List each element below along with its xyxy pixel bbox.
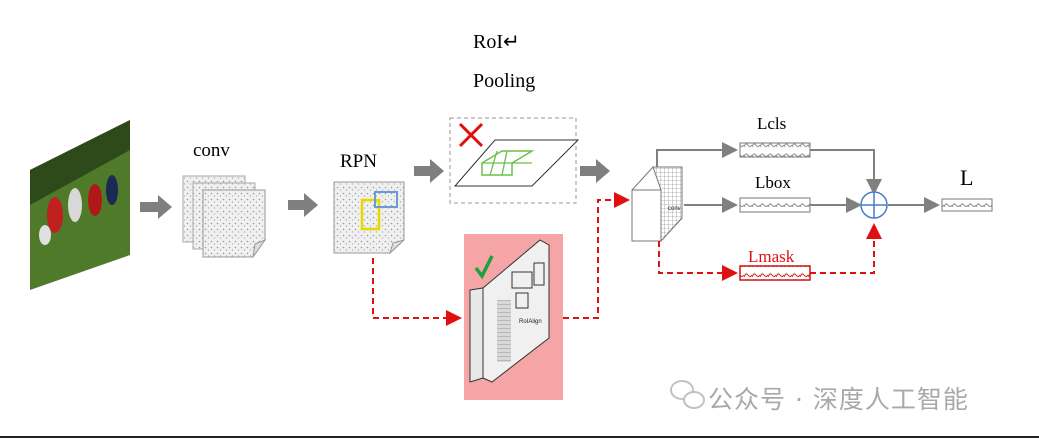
loss-cls-box <box>739 142 811 158</box>
wechat-icon <box>670 380 705 409</box>
loss-mask-box <box>739 265 811 281</box>
watermark: 公众号 · 深度人工智能 <box>708 385 969 414</box>
bottom-divider <box>0 436 1039 438</box>
roialign-inner-label: RoIAlign <box>519 319 542 325</box>
roialign-panel: RoIAlign <box>464 234 563 400</box>
flow-arrow-3 <box>414 159 444 183</box>
flow-arrow-2 <box>288 193 318 217</box>
roi-pooling-box <box>449 117 580 204</box>
loss-box-box <box>739 197 811 213</box>
roi-pooling-title-line2: Pooling <box>473 70 536 92</box>
conv-feature-maps <box>182 175 267 258</box>
roi-pooling-title-line1: RoI↵ <box>473 31 520 53</box>
loss-cls-label: Lcls <box>757 114 787 133</box>
conv-label: conv <box>193 140 230 161</box>
loss-total-box <box>941 198 993 212</box>
flow-arrow-4 <box>580 159 610 183</box>
flow-arrow-1 <box>140 195 172 219</box>
branch-lines <box>656 142 940 213</box>
conv-cube: conv <box>631 166 683 243</box>
loss-box-label: Lbox <box>755 173 791 192</box>
red-dashed-paths <box>372 192 882 326</box>
loss-mask-label: Lmask <box>748 247 795 266</box>
conv-cube-label: conv <box>668 206 681 212</box>
rpn-map <box>333 181 405 255</box>
loss-total-label: L <box>960 165 974 190</box>
input-image <box>30 120 130 290</box>
rpn-label: RPN <box>340 151 377 172</box>
sum-node <box>860 191 888 219</box>
